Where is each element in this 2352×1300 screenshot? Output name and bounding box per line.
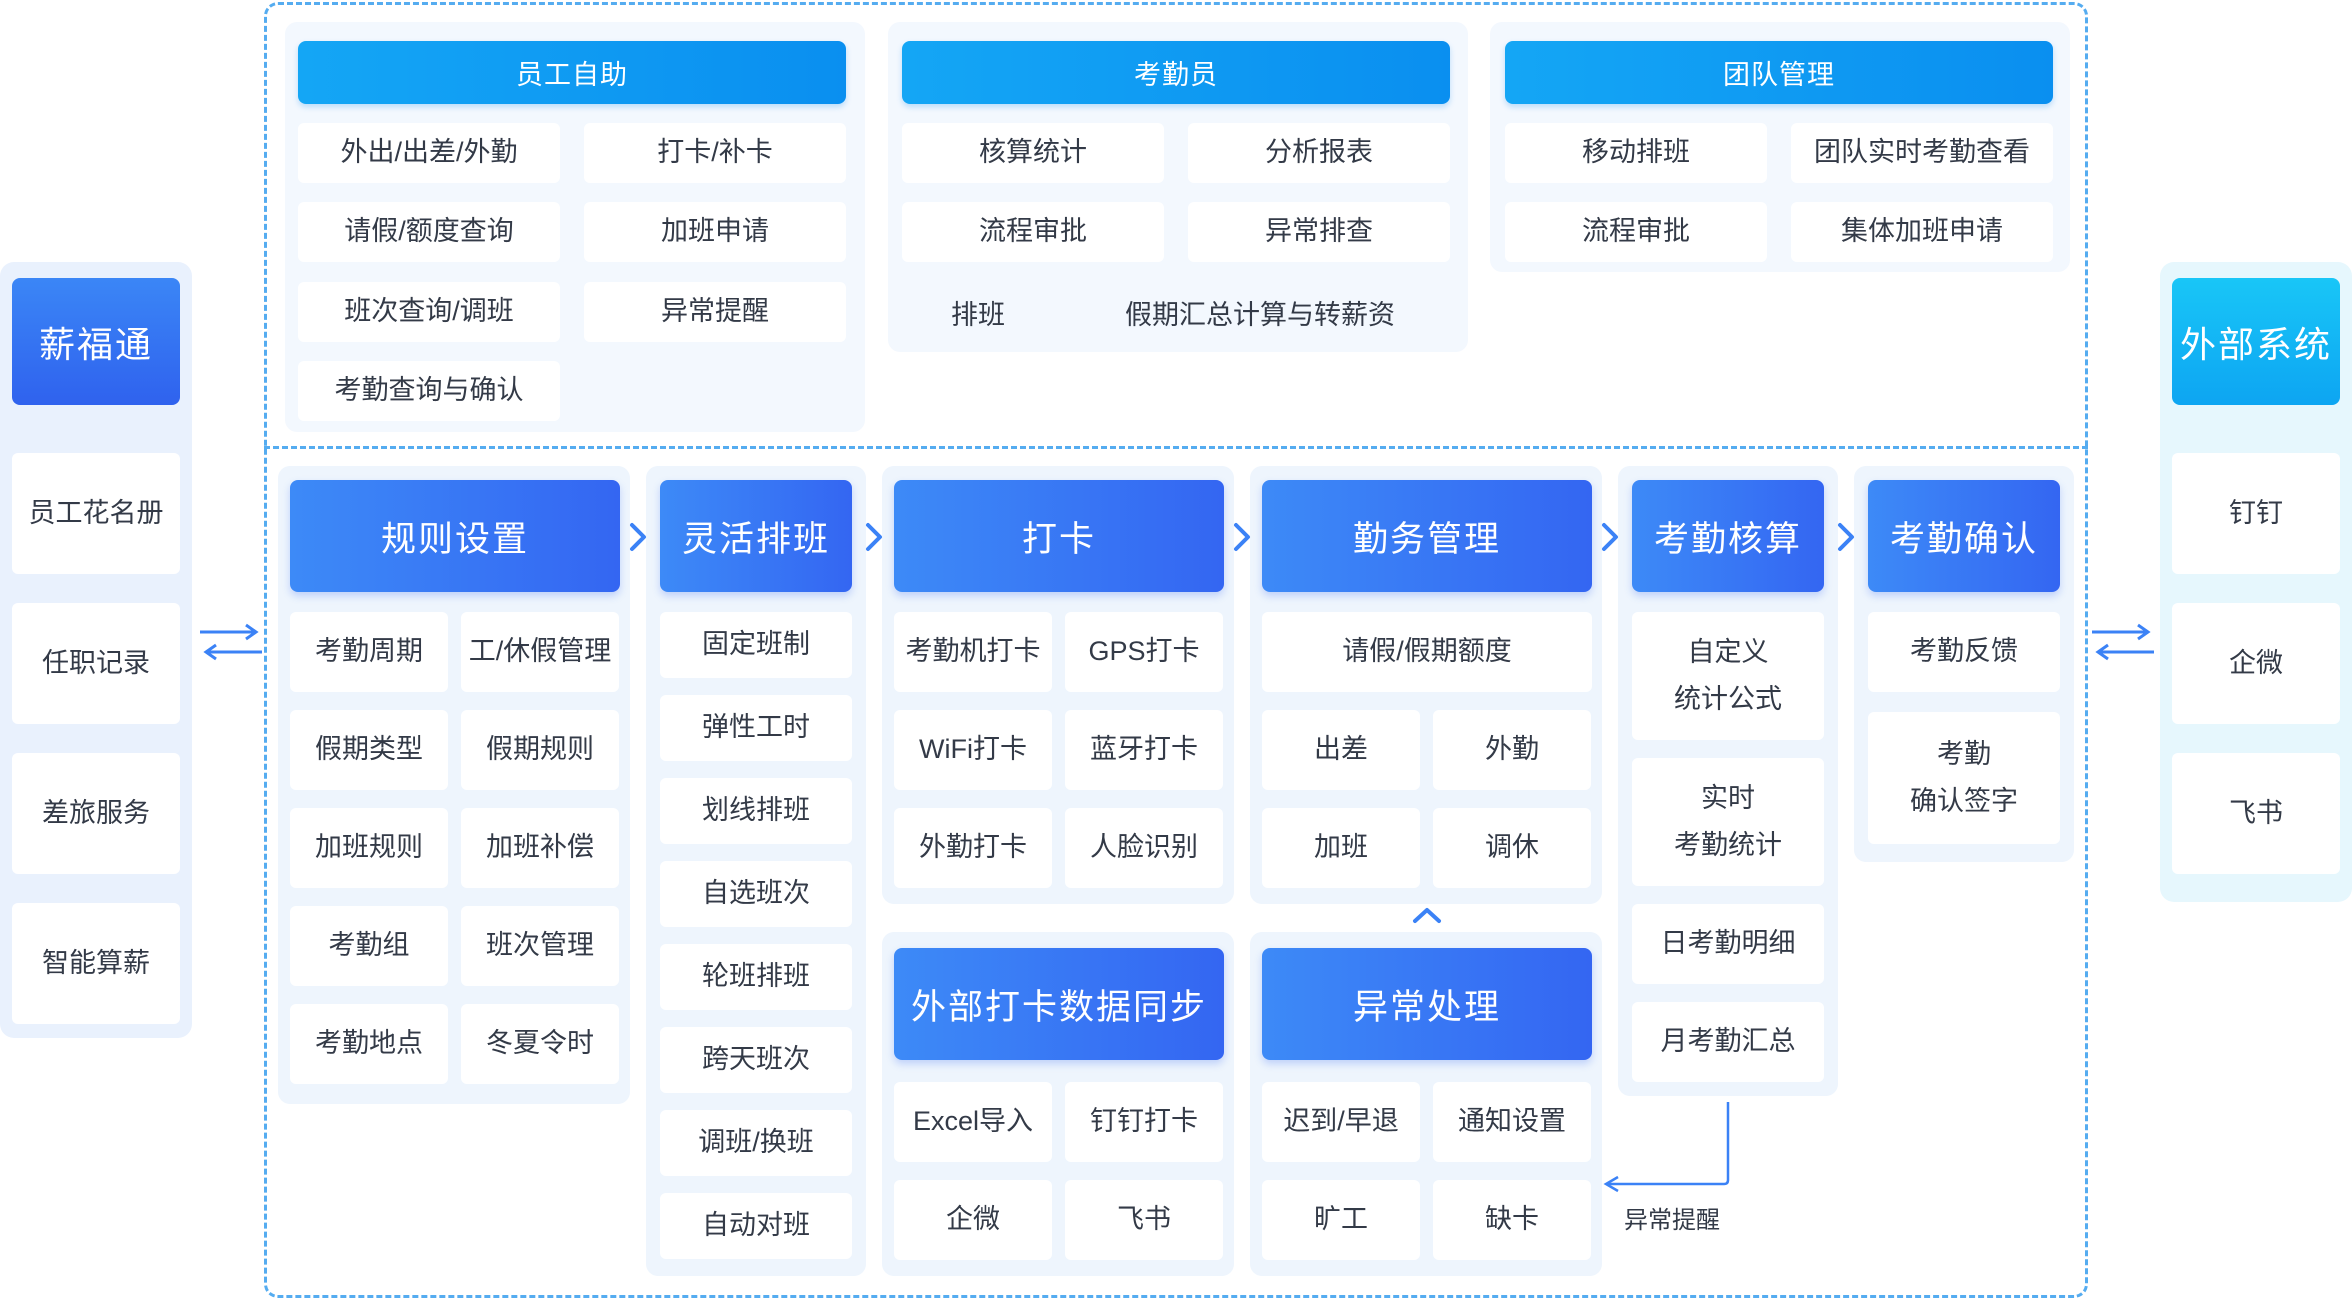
exception-alert-arrow bbox=[1603, 1102, 1730, 1193]
duty-item: 加班 bbox=[1262, 808, 1420, 888]
left-system-title: 薪福通 bbox=[12, 278, 180, 405]
team-item: 团队实时考勤查看 bbox=[1791, 123, 2053, 183]
right-system-title: 外部系统 bbox=[2172, 278, 2340, 405]
attendant-item: 假期汇总计算与转薪资 bbox=[1125, 299, 1395, 330]
exception-item: 缺卡 bbox=[1433, 1180, 1591, 1260]
rules-item: 考勤地点 bbox=[290, 1004, 448, 1084]
right-system-item: 企微 bbox=[2172, 603, 2340, 724]
employee-item: 加班申请 bbox=[584, 202, 846, 262]
exception-title: 异常处理 bbox=[1262, 948, 1592, 1060]
attendant-item: 排班 bbox=[951, 299, 1005, 330]
schedule-item: 划线排班 bbox=[660, 778, 852, 844]
calc-item: 自定义 统计公式 bbox=[1632, 612, 1824, 740]
confirm-title: 考勤确认 bbox=[1868, 480, 2060, 592]
right-sync-arrows bbox=[2092, 623, 2154, 661]
duty-item: 请假/假期额度 bbox=[1262, 612, 1592, 692]
rules-title: 规则设置 bbox=[290, 480, 620, 592]
left-system-item: 任职记录 bbox=[12, 603, 180, 724]
sync-item: Excel导入 bbox=[894, 1082, 1052, 1162]
calc-title: 考勤核算 bbox=[1632, 480, 1824, 592]
duty-title: 勤务管理 bbox=[1262, 480, 1592, 592]
exception-item: 迟到/早退 bbox=[1262, 1082, 1420, 1162]
schedule-item: 跨天班次 bbox=[660, 1027, 852, 1093]
schedule-item: 自选班次 bbox=[660, 861, 852, 927]
schedule-item: 轮班排班 bbox=[660, 944, 852, 1010]
rules-item: 考勤周期 bbox=[290, 612, 448, 692]
sync-item: 飞书 bbox=[1065, 1180, 1223, 1260]
rules-item: 冬夏令时 bbox=[461, 1004, 619, 1084]
punch-item: 人脸识别 bbox=[1065, 808, 1223, 888]
team-item: 流程审批 bbox=[1505, 202, 1767, 262]
employee-item: 异常提醒 bbox=[584, 282, 846, 342]
attendant-panel-title: 考勤员 bbox=[902, 41, 1450, 104]
employee-item: 请假/额度查询 bbox=[298, 202, 560, 262]
rules-item: 假期规则 bbox=[461, 710, 619, 790]
schedule-item: 固定班制 bbox=[660, 612, 852, 678]
employee-panel-title: 员工自助 bbox=[298, 41, 846, 104]
chevron-right-icon bbox=[630, 523, 646, 551]
chevron-right-icon bbox=[1234, 523, 1250, 551]
team-item: 集体加班申请 bbox=[1791, 202, 2053, 262]
calc-item: 实时 考勤统计 bbox=[1632, 758, 1824, 886]
employee-item: 打卡/补卡 bbox=[584, 123, 846, 183]
punch-item: 外勤打卡 bbox=[894, 808, 1052, 888]
punch-item: WiFi打卡 bbox=[894, 710, 1052, 790]
schedule-item: 自动对班 bbox=[660, 1193, 852, 1259]
schedule-item: 弹性工时 bbox=[660, 695, 852, 761]
duty-item: 外勤 bbox=[1433, 710, 1591, 790]
left-sync-arrows bbox=[200, 623, 262, 661]
punch-item: 蓝牙打卡 bbox=[1065, 710, 1223, 790]
attendant-item: 分析报表 bbox=[1188, 123, 1450, 183]
calc-item: 月考勤汇总 bbox=[1632, 1002, 1824, 1082]
punch-title: 打卡 bbox=[894, 480, 1224, 592]
chevron-up-icon bbox=[1413, 908, 1441, 923]
schedule-item: 调班/换班 bbox=[660, 1110, 852, 1176]
rules-item: 考勤组 bbox=[290, 906, 448, 986]
calc-item: 日考勤明细 bbox=[1632, 904, 1824, 984]
sync-item: 钉钉打卡 bbox=[1065, 1082, 1223, 1162]
sync-item: 企微 bbox=[894, 1180, 1052, 1260]
confirm-item: 考勤 确认签字 bbox=[1868, 712, 2060, 844]
employee-item: 班次查询/调班 bbox=[298, 282, 560, 342]
chevron-right-icon bbox=[866, 523, 882, 551]
team-item: 移动排班 bbox=[1505, 123, 1767, 183]
left-system-item: 智能算薪 bbox=[12, 903, 180, 1024]
schedule-title: 灵活排班 bbox=[660, 480, 852, 592]
employee-item: 考勤查询与确认 bbox=[298, 361, 560, 421]
left-system-item: 员工花名册 bbox=[12, 453, 180, 574]
exception-item: 旷工 bbox=[1262, 1180, 1420, 1260]
attendant-item: 核算统计 bbox=[902, 123, 1164, 183]
employee-item: 外出/出差/外勤 bbox=[298, 123, 560, 183]
chevron-right-icon bbox=[1838, 523, 1854, 551]
left-system-item: 差旅服务 bbox=[12, 753, 180, 874]
rules-item: 假期类型 bbox=[290, 710, 448, 790]
exception-item: 通知设置 bbox=[1433, 1082, 1591, 1162]
sync-title: 外部打卡数据同步 bbox=[894, 948, 1224, 1060]
rules-item: 加班补偿 bbox=[461, 808, 619, 888]
right-system-item: 飞书 bbox=[2172, 753, 2340, 874]
right-system-item: 钉钉 bbox=[2172, 453, 2340, 574]
rules-item: 班次管理 bbox=[461, 906, 619, 986]
punch-item: 考勤机打卡 bbox=[894, 612, 1052, 692]
main-frame bbox=[264, 2, 2088, 1298]
exception-alert-label: 异常提醒 bbox=[1624, 1207, 1720, 1234]
duty-item: 调休 bbox=[1433, 808, 1591, 888]
punch-item: GPS打卡 bbox=[1065, 612, 1223, 692]
attendant-item: 异常排查 bbox=[1188, 202, 1450, 262]
chevron-right-icon bbox=[1602, 523, 1618, 551]
duty-item: 出差 bbox=[1262, 710, 1420, 790]
rules-item: 工/休假管理 bbox=[461, 612, 619, 692]
team-panel-title: 团队管理 bbox=[1505, 41, 2053, 104]
attendant-item: 流程审批 bbox=[902, 202, 1164, 262]
frame-divider bbox=[264, 446, 2088, 449]
confirm-item: 考勤反馈 bbox=[1868, 612, 2060, 692]
rules-item: 加班规则 bbox=[290, 808, 448, 888]
